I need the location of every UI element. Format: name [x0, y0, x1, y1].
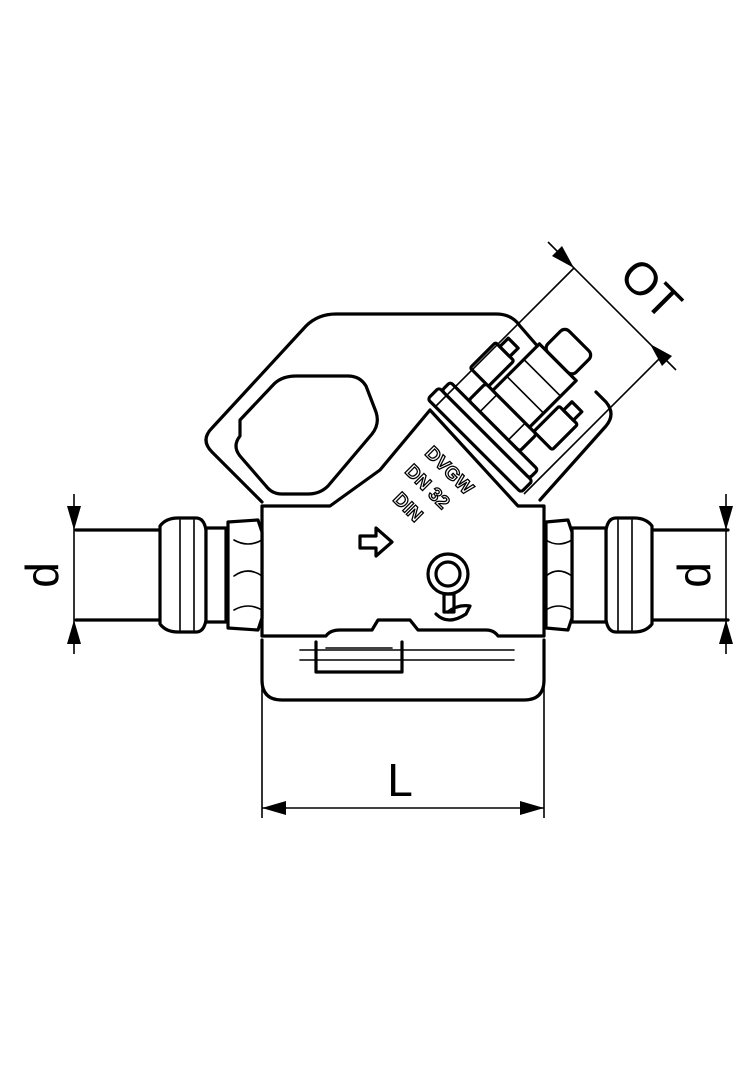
insulation-shell: [204, 312, 613, 702]
bonnet-assembly: [427, 327, 593, 493]
dimension-d-right: d: [668, 494, 733, 654]
label-d-right: d: [668, 562, 720, 588]
label-l: L: [387, 754, 413, 806]
arrow-right-icon: [358, 526, 394, 558]
label-d-left: d: [16, 562, 68, 588]
dimension-d-left: d: [16, 494, 81, 654]
test-port: [426, 552, 472, 622]
valve-body: [260, 408, 546, 674]
dimension-l: L: [261, 680, 545, 818]
pipe-left: [74, 516, 264, 634]
pipe-right: [544, 516, 730, 634]
